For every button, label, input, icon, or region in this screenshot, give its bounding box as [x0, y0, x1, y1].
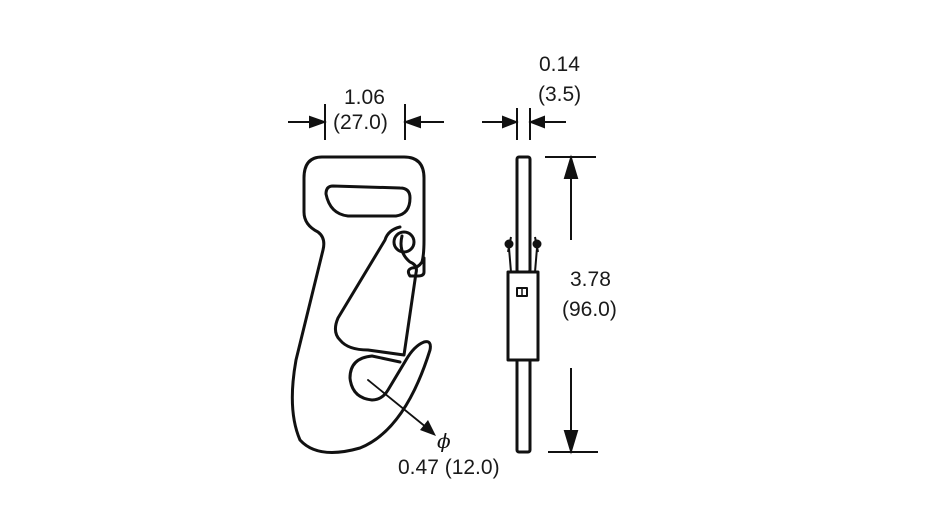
opening-diameter-dimension: 0.47 (12.0): [398, 456, 500, 479]
pivot-rivet: [392, 230, 416, 254]
width-dimension-mm: (27.0): [333, 111, 388, 134]
leader-arrowhead: [420, 420, 436, 436]
thickness-dimension-mm: (3.5): [538, 83, 582, 106]
length-dimension-mm: (96.0): [562, 298, 617, 321]
thickness-dimension-inches: 0.14: [539, 53, 580, 76]
side-view-gate-body: [506, 270, 540, 362]
width-dimension-inches: 1.06: [344, 86, 385, 109]
length-dimension-inches: 3.78: [570, 268, 611, 291]
upper-slot: [324, 184, 412, 218]
side-view-upper-strap: [515, 155, 532, 274]
gate: [333, 225, 418, 357]
diameter-symbol: ϕ: [437, 429, 451, 453]
hook-body-outline: [290, 155, 432, 454]
